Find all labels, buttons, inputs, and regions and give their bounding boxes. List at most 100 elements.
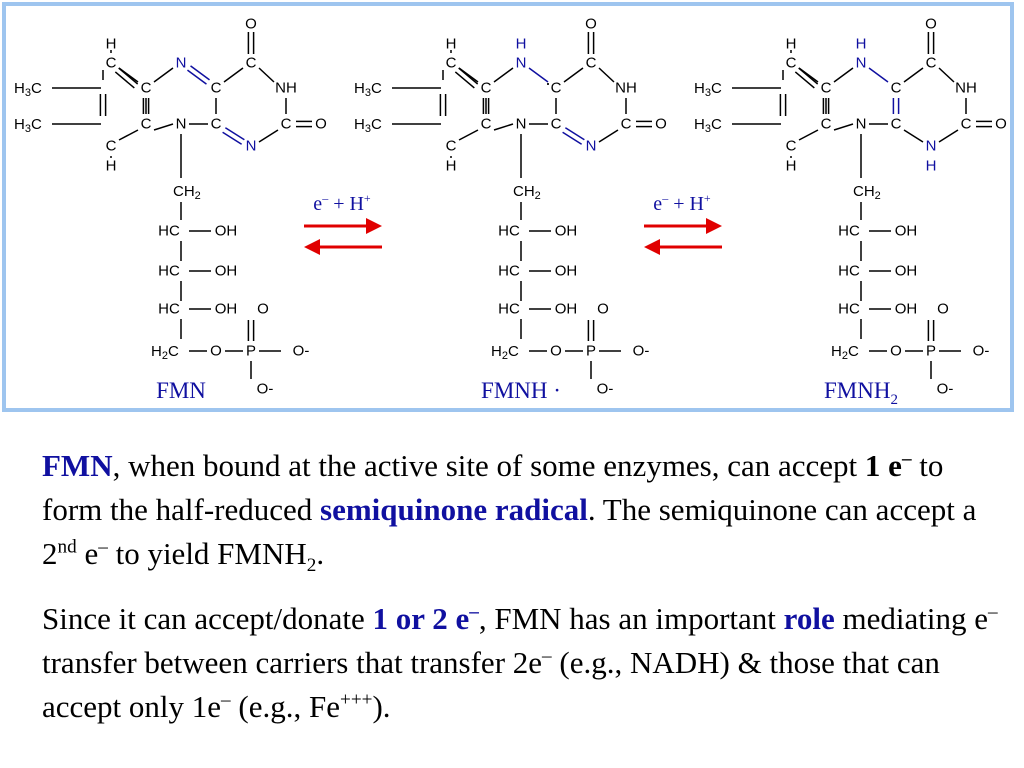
bond-line — [258, 129, 279, 143]
phosphate-oxygen-label: O — [257, 301, 269, 318]
phosphate-oxygen-label: O- — [973, 343, 990, 360]
text-run: , FMN has an important — [478, 601, 784, 636]
hydrogen-label: H — [446, 36, 457, 53]
carbon-label: C — [551, 80, 562, 97]
methylene-label: H2C — [491, 343, 519, 363]
hydroxymethine-label: HC — [838, 223, 860, 240]
term-semiquinone-radical: semiquinone radical — [320, 492, 588, 527]
text-run: to yield FMNH — [107, 536, 307, 571]
oxygen-label: O — [995, 116, 1007, 133]
redox-arrow-pair: e– + H+ — [304, 191, 382, 255]
imide-nh-label: NH — [275, 80, 297, 97]
text-run: e — [76, 536, 99, 571]
hydrogen-label: H — [786, 36, 797, 53]
n1-nitrogen-label: N — [586, 138, 597, 155]
bond-line — [493, 67, 514, 83]
carbon-label: C — [891, 116, 902, 133]
superscript: nd — [57, 536, 77, 558]
methylene-label: CH2 — [173, 183, 201, 203]
n5-hydrogen-label: H — [516, 36, 527, 53]
carbon-label: C — [211, 80, 222, 97]
bond-line — [833, 123, 854, 131]
carbon-label: C — [446, 138, 457, 155]
n1-hydrogen-label: H — [926, 158, 937, 175]
double-bond-line — [222, 131, 243, 145]
text-run: Since it can accept/donate — [42, 601, 373, 636]
hydrogen-label: H — [786, 158, 797, 175]
hydroxyl-label: OH — [555, 301, 578, 318]
n5-hydrogen-label: H — [856, 36, 867, 53]
double-bond-line — [190, 65, 210, 81]
bond-line — [118, 129, 139, 141]
forward-arrowhead — [366, 218, 382, 234]
bond-line — [798, 129, 819, 141]
bond-line — [153, 67, 174, 83]
radical-dot: · — [545, 73, 551, 93]
hydroxymethine-label: HC — [838, 263, 860, 280]
methylene-label: CH2 — [853, 183, 881, 203]
methyl-label: H3C — [354, 116, 382, 136]
hydroxyl-label: OH — [895, 223, 918, 240]
hydroxymethine-label: HC — [498, 223, 520, 240]
carbon-label: C — [821, 116, 832, 133]
imide-nh-label: NH — [615, 80, 637, 97]
double-bond-line — [454, 71, 475, 89]
carbon-label: C — [281, 116, 292, 133]
redox-arrow-pair: e– + H+ — [644, 191, 722, 255]
phosphate-oxygen-label: O- — [937, 381, 954, 398]
oxygen-label: O — [655, 116, 667, 133]
bond-line — [458, 129, 479, 141]
text-run: ). — [372, 689, 391, 724]
paragraph-fmn-role: Since it can accept/donate 1 or 2 e–, FM… — [42, 597, 1002, 729]
hydroxyl-label: OH — [215, 301, 238, 318]
electron-proton-label: e– + H+ — [313, 191, 371, 215]
reverse-arrowhead — [644, 239, 660, 255]
hydroxymethine-label: HC — [158, 263, 180, 280]
phosphate-oxygen-label: O — [597, 301, 609, 318]
bond-line — [153, 123, 174, 131]
superscript: +++ — [339, 689, 373, 711]
hydroxyl-label: OH — [895, 301, 918, 318]
bond-line — [223, 67, 244, 83]
bond-line — [598, 129, 619, 143]
oxygen-label: O — [245, 16, 257, 33]
hydroxyl-label: OH — [215, 223, 238, 240]
ester-oxygen-label: O — [210, 343, 222, 360]
carbon-label: C — [621, 116, 632, 133]
methyl-label: H3C — [354, 80, 382, 100]
carbon-label: C — [891, 80, 902, 97]
phosphate-oxygen-label: O- — [597, 381, 614, 398]
n1-nitrogen-label: N — [246, 138, 257, 155]
bond-line — [938, 129, 959, 143]
double-bond-line — [114, 71, 135, 89]
bond-line — [903, 67, 924, 83]
nitrogen-label: N — [176, 116, 187, 133]
text-run: transfer between carriers that transfer … — [42, 645, 543, 680]
text-run: . — [316, 536, 325, 571]
bond-line — [833, 67, 854, 83]
term-one-or-two-electrons: 1 or 2 e– — [372, 601, 479, 636]
oxygen-label: O — [585, 16, 597, 33]
hydrogen-label: H — [106, 36, 117, 53]
n5-nitrogen-label: N — [516, 55, 527, 72]
phosphate-oxygen-label: O- — [257, 381, 274, 398]
methyl-label: H3C — [694, 116, 722, 136]
superscript: – — [987, 601, 998, 623]
carbon-label: C — [211, 116, 222, 133]
term-role: role — [783, 601, 835, 636]
carbon-label: C — [106, 55, 117, 72]
phosphate-oxygen-label: O- — [633, 343, 650, 360]
text-run: , when bound at the active site of some … — [112, 448, 865, 483]
hydroxyl-label: OH — [215, 263, 238, 280]
hydroxymethine-label: HC — [838, 301, 860, 318]
bond-line — [258, 67, 275, 83]
carbon-label: C — [141, 80, 152, 97]
methylene-label: CH2 — [513, 183, 541, 203]
text-run: (e.g., Fe — [230, 689, 340, 724]
double-bond-line — [798, 67, 819, 85]
hydroxymethine-label: HC — [158, 223, 180, 240]
n5-nitrogen-label: N — [176, 55, 187, 72]
nitrogen-label: N — [516, 116, 527, 133]
bond-line — [938, 67, 955, 83]
carbon-label: C — [246, 55, 257, 72]
